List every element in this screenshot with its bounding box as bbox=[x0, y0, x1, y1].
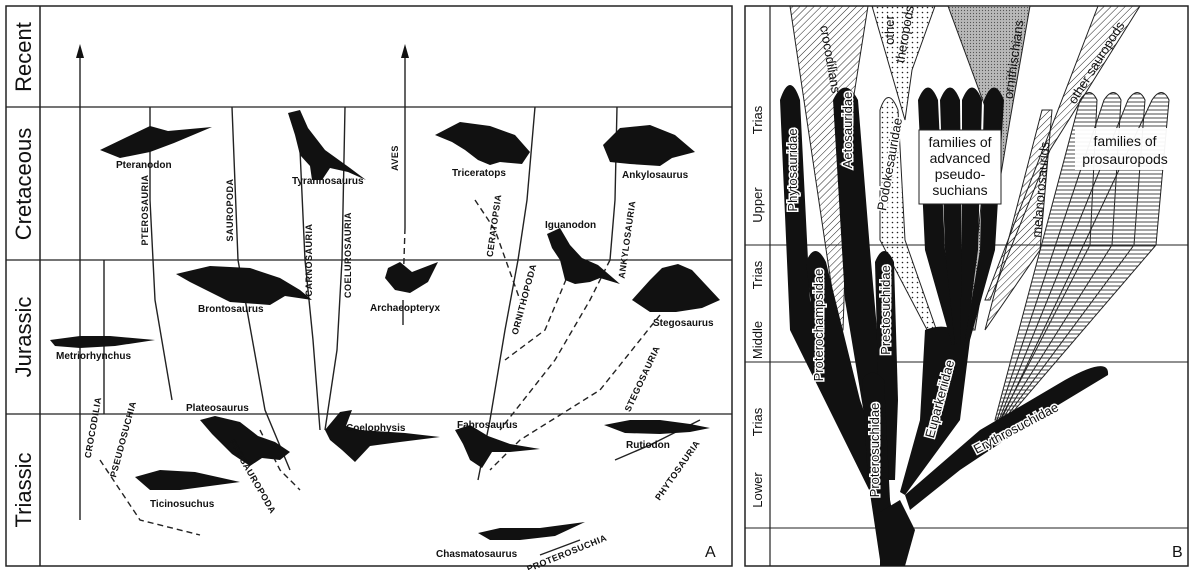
pterosauria-line bbox=[149, 107, 173, 401]
animal-labels: Pteranodon Tyrannosaurus Triceratops Ank… bbox=[56, 160, 714, 560]
ankylosaurus-icon bbox=[603, 125, 695, 166]
proterosuchia-line bbox=[539, 539, 581, 556]
group-sauropoda: SAUROPODA bbox=[225, 178, 235, 241]
label-phytosauridae: Phytosauridae bbox=[785, 128, 800, 211]
panel-a-label: A bbox=[705, 544, 716, 561]
ornithopoda-line bbox=[477, 106, 536, 481]
label-advanced-2: advanced bbox=[930, 150, 991, 166]
label-stegosaurus: Stegosaurus bbox=[653, 318, 714, 329]
row-lower: Lower bbox=[750, 472, 765, 508]
label-archaeopteryx: Archaeopteryx bbox=[370, 303, 440, 314]
period-recent: Recent bbox=[11, 22, 36, 92]
archaeopteryx-icon bbox=[385, 262, 438, 293]
metriorhynchus-icon bbox=[50, 336, 155, 348]
label-brontosaurus: Brontosaurus bbox=[198, 304, 264, 315]
label-prosauropods-2: prosauropods bbox=[1082, 151, 1168, 167]
period-jurassic: Jurassic bbox=[11, 297, 36, 378]
tyrannosaurus-icon bbox=[288, 110, 366, 180]
aetosauridae-branch bbox=[833, 87, 885, 450]
row-middle-trias: Trias bbox=[750, 260, 765, 289]
row-lower-trias: Trias bbox=[750, 407, 765, 436]
euparkeriidae-branch bbox=[900, 326, 970, 495]
label-advanced-1: families of bbox=[928, 134, 991, 150]
stegosaurus-icon bbox=[632, 264, 720, 312]
label-triceratops: Triceratops bbox=[452, 168, 506, 179]
carnosauria-line bbox=[299, 149, 321, 431]
label-rutiodon: Rutiodon bbox=[626, 440, 670, 451]
fabrosaurus-icon bbox=[455, 425, 540, 468]
label-ticinosuchus: Ticinosuchus bbox=[150, 499, 215, 510]
label-aetosauridae: Aetosauridae bbox=[840, 92, 855, 169]
label-pteranodon: Pteranodon bbox=[116, 160, 172, 171]
ankylosauria-dash bbox=[499, 259, 611, 431]
lineage-lines bbox=[76, 44, 701, 556]
pteranodon-icon bbox=[100, 126, 212, 158]
panel-a: Recent Cretaceous Jurassic Triassic bbox=[5, 5, 733, 570]
iguanodon-dash bbox=[504, 269, 571, 361]
ceratopsia-dash bbox=[474, 199, 521, 301]
label-advanced-4: suchians bbox=[932, 182, 987, 198]
coelophysis-icon bbox=[325, 410, 440, 462]
label-other-theropods-1: other bbox=[882, 15, 897, 45]
label-chasmatosaurus: Chasmatosaurus bbox=[436, 549, 518, 560]
label-prestosuchidae: Prestosuchidae bbox=[878, 265, 893, 355]
panel-b: Trias Upper Trias Middle Trias Lower bbox=[744, 4, 1189, 567]
chasmatosaurus-icon bbox=[478, 522, 585, 540]
brontosaurus-icon bbox=[176, 266, 312, 305]
ticinosuchus-icon bbox=[135, 470, 240, 490]
period-cretaceous: Cretaceous bbox=[11, 128, 36, 241]
silhouettes bbox=[50, 110, 720, 540]
label-iguanodon: Iguanodon bbox=[545, 220, 596, 231]
prestosuchidae-branch bbox=[875, 251, 898, 480]
root-stem bbox=[880, 500, 915, 566]
group-carnosauria: CARNOSAURIA bbox=[304, 223, 314, 296]
label-proterosuchidae: Proterosuchidae bbox=[867, 403, 882, 498]
group-pterosauria: PTEROSAURIA bbox=[140, 174, 150, 245]
crocodilia-arrow-icon bbox=[76, 44, 84, 58]
label-advanced-3: pseudo- bbox=[935, 166, 986, 182]
aves-arrow-icon bbox=[401, 44, 409, 58]
label-proterochampsidae: Proterochampsidae bbox=[811, 269, 826, 382]
label-plateosaurus: Plateosaurus bbox=[186, 403, 249, 414]
label-prosauropods-1: families of bbox=[1093, 133, 1156, 149]
label-metriorhynchus: Metriorhynchus bbox=[56, 351, 131, 362]
row-middle: Middle bbox=[750, 321, 765, 359]
label-fabrosaurus: Fabrosaurus bbox=[457, 420, 518, 431]
group-coelurosauria: COELUROSAURIA bbox=[343, 212, 353, 298]
panel-b-label: B bbox=[1172, 544, 1183, 561]
label-ankylosaurus: Ankylosaurus bbox=[622, 170, 689, 181]
group-aves: AVES bbox=[390, 145, 400, 171]
row-upper: Upper bbox=[750, 187, 765, 223]
panel-a-frame bbox=[5, 5, 733, 567]
other-theropods-branch bbox=[871, 5, 936, 121]
iguanodon-icon bbox=[547, 228, 620, 284]
label-coelophysis: Coelophysis bbox=[346, 423, 406, 434]
stegosauria-dash bbox=[489, 314, 661, 471]
row-upper-trias: Trias bbox=[750, 105, 765, 134]
coelurosauria-line bbox=[324, 106, 346, 431]
triceratops-icon bbox=[435, 122, 530, 165]
period-triassic: Triassic bbox=[11, 453, 36, 528]
rutiodon-icon bbox=[604, 420, 710, 434]
plateosaurus-icon bbox=[200, 416, 290, 466]
pseudosuchia-dash bbox=[99, 459, 201, 536]
sauropoda-line bbox=[231, 106, 291, 471]
erythrosuchidae-branch bbox=[905, 366, 1109, 510]
label-tyrannosaurus: Tyrannosaurus bbox=[292, 176, 364, 187]
prosauropod-fans bbox=[994, 92, 1170, 421]
